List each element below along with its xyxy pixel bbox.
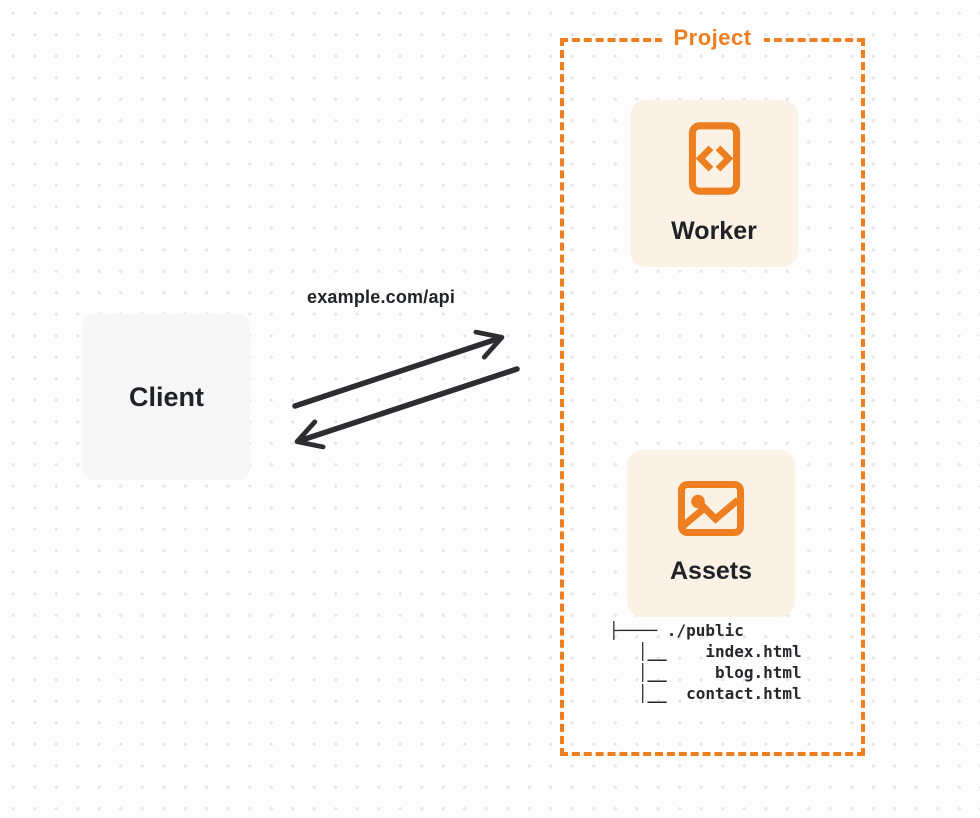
- assets-file-tree: ├──── ./public │__ index.html │__ blog.h…: [609, 621, 802, 703]
- project-boundary: Project Worker Assets ├──── ./public │__…: [560, 25, 865, 756]
- worker-node: Worker: [630, 100, 798, 267]
- code-document-icon: [688, 122, 740, 195]
- response-arrow: [294, 366, 520, 450]
- worker-label: Worker: [671, 217, 757, 245]
- project-title: Project: [661, 25, 764, 51]
- assets-label: Assets: [670, 557, 752, 585]
- client-node: Client: [83, 314, 250, 480]
- image-icon: [678, 481, 744, 536]
- assets-node: Assets: [627, 450, 795, 617]
- request-arrow: [292, 329, 505, 409]
- client-label: Client: [128, 381, 204, 412]
- request-url-label: example.com/api: [307, 287, 456, 307]
